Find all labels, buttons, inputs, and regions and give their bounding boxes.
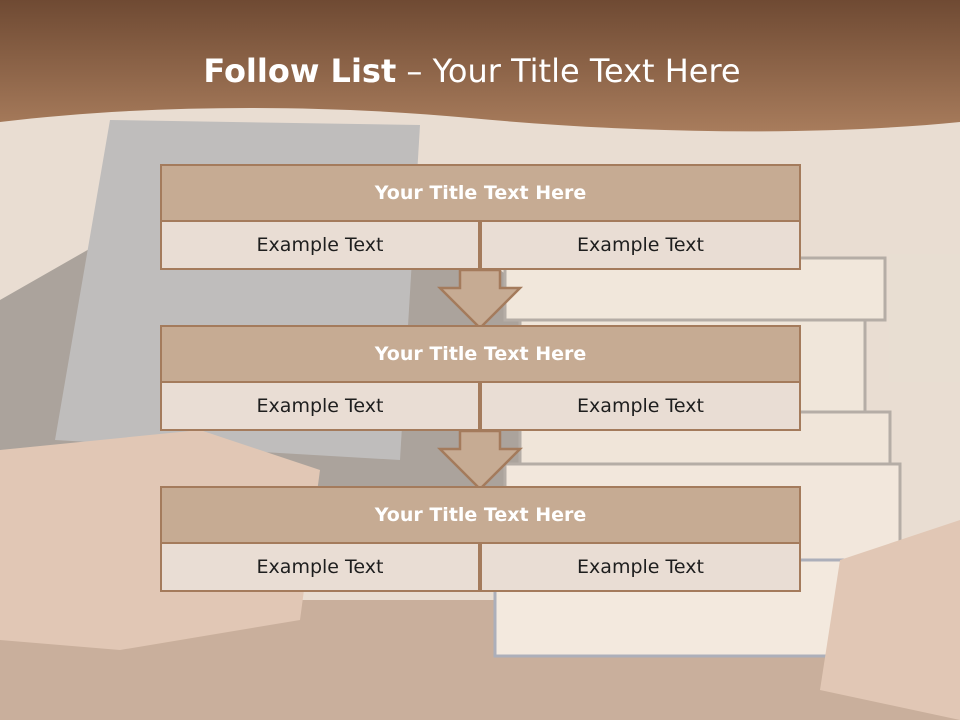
title-separator: – xyxy=(406,52,423,90)
block-cell-right: Example Text xyxy=(480,542,801,592)
list-block-1: Your Title Text Here Example Text Exampl… xyxy=(160,164,801,270)
block-title: Your Title Text Here xyxy=(160,325,801,383)
block-cell-right: Example Text xyxy=(480,220,801,270)
block-cell-left: Example Text xyxy=(160,381,480,431)
list-block-3: Your Title Text Here Example Text Exampl… xyxy=(160,486,801,592)
down-arrow-icon xyxy=(436,270,524,330)
block-title: Your Title Text Here xyxy=(160,486,801,544)
title-bold: Follow List xyxy=(203,52,397,90)
down-arrow-icon xyxy=(436,431,524,491)
slide-title: Follow List – Your Title Text Here xyxy=(0,52,944,90)
block-cell-left: Example Text xyxy=(160,542,480,592)
block-title: Your Title Text Here xyxy=(160,164,801,222)
title-rest: Your Title Text Here xyxy=(432,52,741,90)
block-cell-right: Example Text xyxy=(480,381,801,431)
header-band xyxy=(0,0,960,132)
list-block-2: Your Title Text Here Example Text Exampl… xyxy=(160,325,801,431)
block-cell-left: Example Text xyxy=(160,220,480,270)
